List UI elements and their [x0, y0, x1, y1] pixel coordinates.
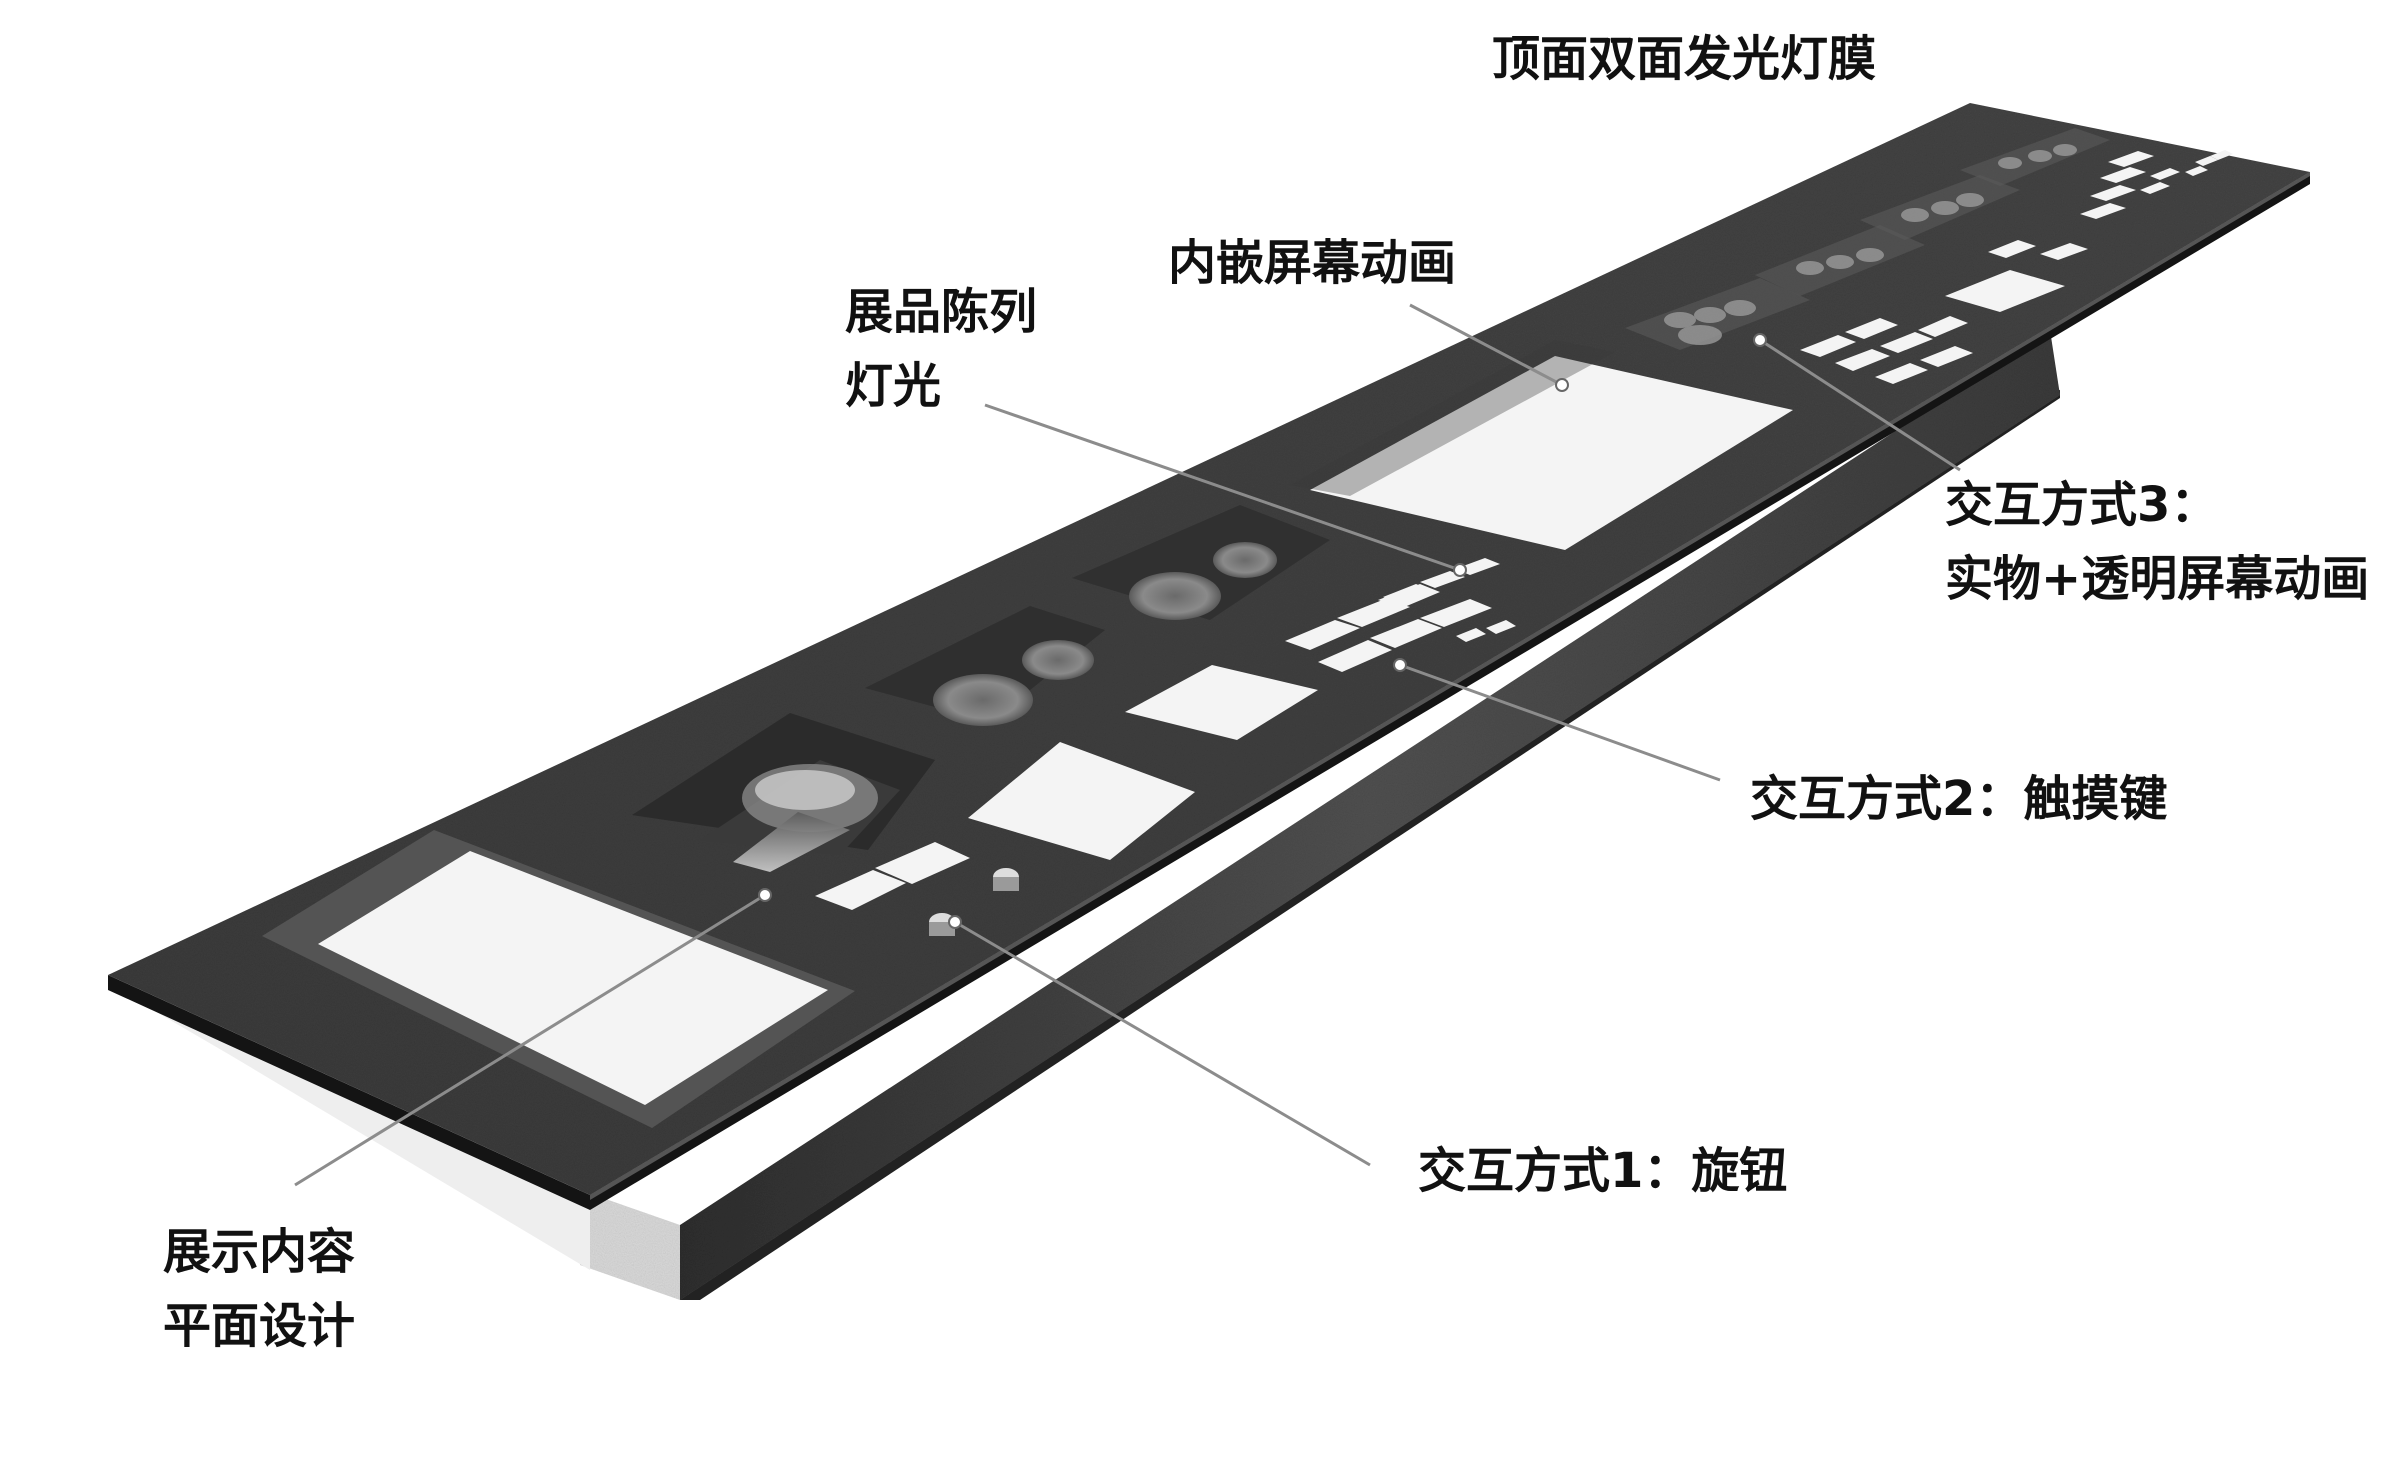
leader-lines — [294, 303, 1961, 1187]
exhibit-case-2 — [865, 606, 1105, 722]
right-keys-group — [1800, 150, 2233, 384]
leader-dots — [758, 333, 1767, 929]
label-graphic-design: 展示内容 平面设计 — [163, 1215, 355, 1363]
touch-screen-1 — [968, 742, 1195, 860]
exhibit-2-object-b — [1022, 640, 1094, 680]
exhibit-3-object-a — [1129, 572, 1221, 620]
base-front-face — [680, 330, 2060, 1300]
knob-panel-a — [815, 870, 906, 910]
label-lighting: 展品陈列 灯光 — [845, 275, 1037, 423]
embedded-screen-frame — [1290, 340, 1615, 496]
label-lighting-line1: 展品陈列 — [845, 284, 1038, 340]
label-lighting-line2: 灯光 — [845, 358, 942, 414]
label-interaction3: 交互方式3： 实物+透明屏幕动画 — [1945, 468, 2369, 616]
exhibit-1-light-beam — [733, 812, 850, 872]
exhibit-2-object-a — [933, 674, 1033, 726]
label-interaction1: 交互方式1：旋钮 — [1418, 1143, 1788, 1199]
base-left-face — [580, 1190, 680, 1300]
transparent-screen-cases — [1625, 128, 2110, 350]
graphic-design-panel — [318, 851, 828, 1105]
leader-graphic-design — [294, 893, 766, 1187]
leader-embedded-screen — [1409, 303, 1563, 387]
leader-interaction1 — [954, 920, 1371, 1167]
label-interaction3-line1: 交互方式3： — [1945, 477, 2219, 533]
embedded-animation-screen — [1310, 356, 1793, 550]
label-embedded-screen: 内嵌屏幕动画 — [1168, 235, 1457, 291]
panel-edge-highlight — [590, 172, 2310, 1200]
leader-lighting — [984, 403, 1461, 572]
knob-2-body — [993, 877, 1019, 891]
label-interaction3-line2: 实物+透明屏幕动画 — [1945, 551, 2370, 607]
knob-panel-b — [875, 842, 970, 884]
exhibit-1-object-top — [755, 770, 855, 810]
leader-interaction2 — [1399, 663, 1721, 782]
label-interaction2: 交互方式2：触摸键 — [1750, 771, 2168, 827]
label-graphic-design-line1: 展示内容 — [163, 1224, 356, 1280]
label-top-film: 顶面双面发光灯膜 — [1492, 31, 1877, 87]
leader-interaction3 — [1759, 338, 1961, 472]
touch-screen-2 — [1125, 665, 1318, 740]
exhibit-3-object-b — [1213, 542, 1277, 578]
label-graphic-design-line2: 平面设计 — [163, 1298, 356, 1354]
knob-1-body — [929, 922, 955, 936]
